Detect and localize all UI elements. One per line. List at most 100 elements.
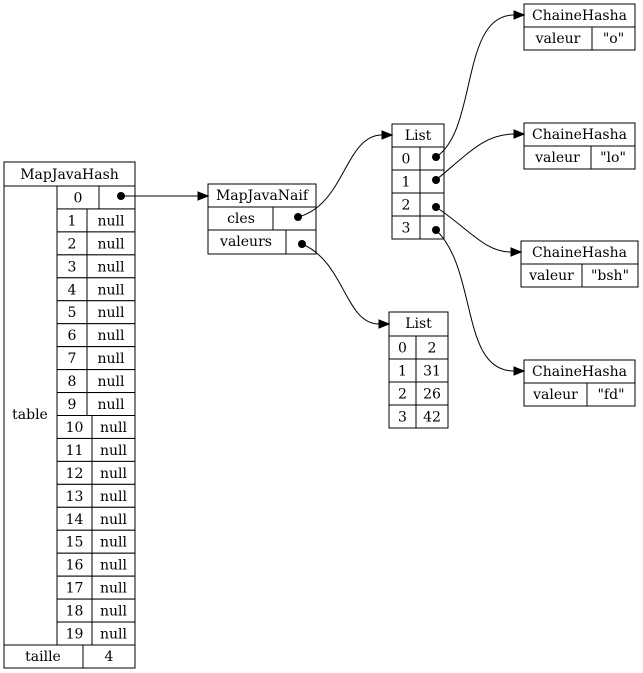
- hash-row-value: null: [100, 466, 128, 482]
- hash-row-value: null: [100, 420, 128, 436]
- keys-list-index: 2: [402, 198, 411, 214]
- table-label: table: [12, 407, 48, 423]
- values-list-value: 31: [423, 364, 441, 380]
- cles-label: cles: [227, 211, 255, 227]
- mapjavanaif-node: MapJavaNaif cles valeurs: [207, 183, 317, 255]
- chainehasha-nodes: ChaineHashavaleur"o"ChaineHashavaleur"lo…: [520, 3, 639, 407]
- key3-pointer-dot: [432, 226, 440, 234]
- hash-row-index: 8: [68, 374, 77, 390]
- values-list-rows: 0 2 1 31 2 26 3 42: [388, 335, 449, 429]
- keys-list-index: 3: [402, 221, 411, 237]
- mapjavahash-title: MapJavaHash: [20, 167, 119, 183]
- hash-row-value: null: [100, 581, 128, 597]
- hash-row-index: 4: [68, 282, 77, 298]
- values-list-index: 0: [398, 341, 407, 357]
- chainehasha-valeur-label: valeur: [532, 387, 578, 403]
- hash-row-index: 19: [66, 627, 84, 643]
- arrowhead-chaine-lo: [513, 129, 526, 139]
- arrowhead-values-list: [378, 319, 391, 329]
- mapjavahash-node: MapJavaHash table 0 1 null 2 null 3 null 4 null 5…: [3, 161, 136, 669]
- keys-list-index: 0: [402, 152, 411, 168]
- mapjavanaif-title: MapJavaNaif: [216, 188, 310, 204]
- key2-pointer-dot: [432, 203, 440, 211]
- chainehasha-node: ChaineHasha valeur "o": [523, 3, 636, 51]
- hash-row-value: null: [98, 351, 126, 367]
- edges: [121, 10, 526, 376]
- hash-row-value: null: [100, 604, 128, 620]
- arrowhead-keys-list: [381, 130, 394, 140]
- values-list-index: 2: [398, 387, 407, 403]
- arrowhead-chaine-bsh: [510, 247, 523, 257]
- chainehasha-valeur-label: valeur: [535, 31, 581, 47]
- edge-key2-to-chaine-bsh: [435, 206, 512, 253]
- values-list-value: 42: [423, 410, 441, 426]
- hash-row-index: 9: [68, 397, 77, 413]
- hash-row-index: 15: [66, 535, 84, 551]
- keys-list-index: 1: [402, 175, 411, 191]
- edge-cles-to-keys-list: [297, 134, 383, 218]
- hash-row-index: 7: [68, 351, 77, 367]
- hash-row-value: null: [98, 282, 126, 298]
- edge-key3-to-chaine-fd: [435, 229, 515, 372]
- hash-row-value: null: [100, 443, 128, 459]
- chainehasha-node: ChaineHasha valeur "fd": [523, 359, 636, 407]
- hash-row-index: 2: [68, 236, 77, 252]
- values-list-value: 26: [423, 387, 441, 403]
- hash-row-index: 5: [68, 305, 77, 321]
- hash-table-rows: 0 1 null 2 null 3 null 4 null 5 null 6 null 7 null 8 nul…: [56, 185, 136, 646]
- valeurs-label: valeurs: [219, 234, 272, 250]
- hash-row-index: 13: [66, 489, 84, 505]
- chainehasha-title: ChaineHasha: [532, 127, 627, 143]
- chainehasha-title: ChaineHasha: [532, 245, 627, 261]
- hash-row-value: null: [100, 535, 128, 551]
- hash-row-index: 6: [68, 328, 77, 344]
- chainehasha-valeur-value: "fd": [597, 387, 624, 403]
- hash-row-value: null: [98, 374, 126, 390]
- hash-row-value: null: [98, 236, 126, 252]
- values-list-index: 1: [398, 364, 407, 380]
- hash-row-index: 11: [66, 443, 84, 459]
- values-list-title: List: [405, 316, 432, 332]
- taille-label: taille: [25, 649, 61, 665]
- hash-row-index: 0: [74, 190, 83, 206]
- chainehasha-valeur-label: valeur: [528, 268, 574, 284]
- hash-row-index: 16: [66, 558, 84, 574]
- hash-row-value: null: [98, 397, 126, 413]
- keys-list-row: [391, 215, 445, 240]
- keys-list-title: List: [405, 128, 432, 144]
- hash-row-value: null: [100, 627, 128, 643]
- hash-row-value: null: [98, 259, 126, 275]
- chainehasha-title: ChaineHasha: [532, 8, 627, 24]
- hash-row-index: 14: [66, 512, 84, 528]
- hash-row-index: 1: [68, 213, 77, 229]
- key0-pointer-dot: [432, 153, 440, 161]
- hash-row-value: null: [98, 213, 126, 229]
- values-list-node: List 0 2 1 31 2 26 3 42: [388, 311, 449, 429]
- keys-list-node: List 0 1 2 3: [391, 123, 445, 240]
- chainehasha-title: ChaineHasha: [532, 364, 627, 380]
- values-list-value: 2: [428, 341, 437, 357]
- edge-valeurs-to-values-list: [301, 243, 380, 325]
- hash-row-index: 17: [66, 581, 84, 597]
- chainehasha-valeur-value: "o": [603, 31, 624, 47]
- hash-row-value: null: [98, 328, 126, 344]
- hash0-pointer-dot: [117, 192, 125, 200]
- arrowhead-chaine-o: [513, 10, 526, 20]
- hash-row-value: null: [98, 305, 126, 321]
- values-list-index: 3: [398, 410, 407, 426]
- hash-row-value: null: [100, 512, 128, 528]
- keys-list-rows: 0 1 2 3: [391, 146, 445, 240]
- chainehasha-valeur-value: "bsh": [591, 268, 629, 284]
- key1-pointer-dot: [432, 176, 440, 184]
- hash-row-index: 3: [68, 259, 77, 275]
- hash-row-value: null: [100, 558, 128, 574]
- edge-key0-to-chaine-o: [435, 14, 515, 158]
- arrowhead-chaine-fd: [513, 366, 526, 376]
- hash-row-index: 10: [66, 420, 84, 436]
- chainehasha-valeur-label: valeur: [534, 150, 580, 166]
- hash-row-index: 12: [66, 466, 84, 482]
- hash-row-value: null: [100, 489, 128, 505]
- values-list-row: [388, 404, 449, 429]
